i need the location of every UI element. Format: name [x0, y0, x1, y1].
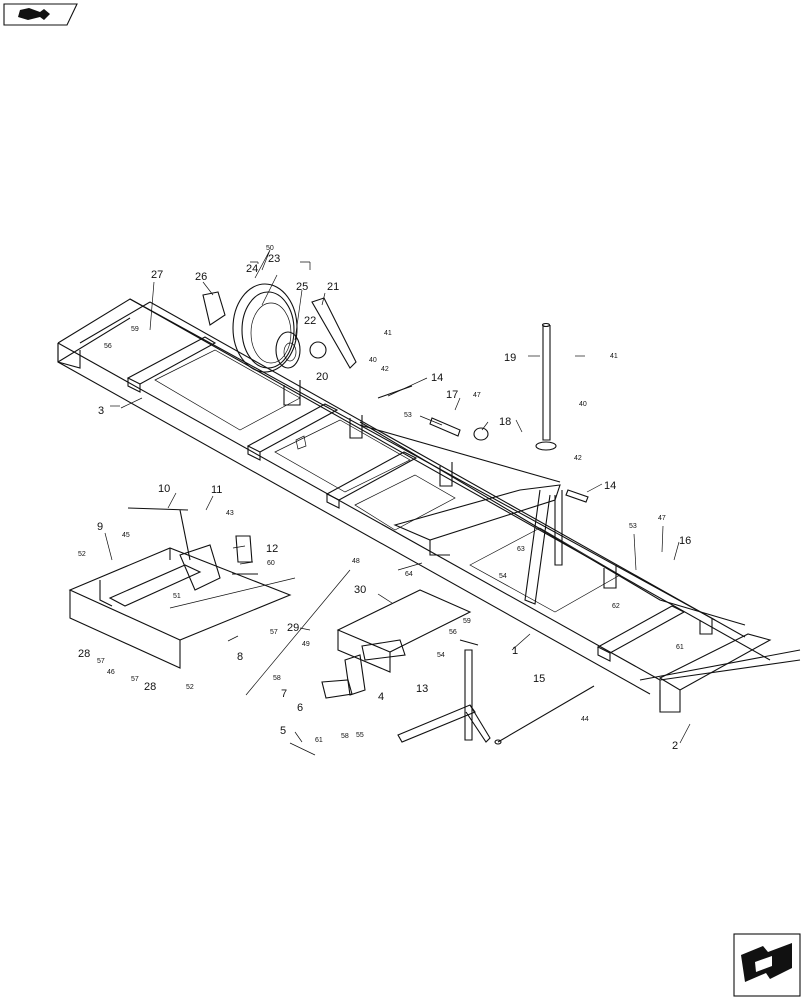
callout-labels: 1 2 3 4 5 6 7 8 9 10 11 12 13 14 14 15 1…: [78, 245, 691, 752]
callout-18: 18: [499, 416, 511, 428]
callout-25: 25: [296, 281, 308, 293]
callout-54b: 54: [437, 652, 445, 659]
callout-1: 1: [512, 645, 518, 657]
pin-assembly: [377, 385, 589, 503]
callout-14a: 14: [431, 372, 443, 384]
callout-6: 6: [297, 702, 303, 714]
callout-51: 51: [173, 593, 181, 600]
callout-13: 13: [416, 683, 428, 695]
callout-61a: 61: [676, 644, 684, 651]
callout-45: 45: [122, 532, 130, 539]
callout-57c: 57: [131, 676, 139, 683]
callout-58b: 58: [341, 733, 349, 740]
wheel-assembly: [202, 283, 357, 373]
callout-59a: 59: [131, 326, 139, 333]
callout-8: 8: [237, 651, 243, 663]
callout-14b: 14: [604, 480, 616, 492]
next-page-arrow-icon[interactable]: [733, 933, 801, 997]
callout-22: 22: [304, 315, 316, 327]
callout-10: 10: [158, 483, 170, 495]
callout-40a: 40: [369, 357, 377, 364]
callout-48: 48: [352, 558, 360, 565]
callout-64: 64: [405, 571, 413, 578]
callout-44: 44: [581, 716, 589, 723]
callout-21: 21: [327, 281, 339, 293]
callout-41a: 41: [384, 330, 392, 337]
callout-52b: 52: [186, 684, 194, 691]
callout-12: 12: [266, 543, 278, 555]
callout-27: 27: [151, 269, 163, 281]
callout-28a: 28: [78, 648, 90, 660]
support-bracket: [397, 639, 491, 743]
leader-lines: [104, 249, 691, 744]
callout-15: 15: [533, 673, 545, 685]
callout-47b: 47: [658, 515, 666, 522]
callout-9: 9: [97, 521, 103, 533]
callout-17: 17: [446, 389, 458, 401]
callout-29: 29: [287, 622, 299, 634]
callout-43: 43: [226, 510, 234, 517]
callout-42b: 42: [574, 455, 582, 462]
callout-3: 3: [98, 405, 104, 417]
callout-53b: 53: [629, 523, 637, 530]
callout-57a: 57: [270, 629, 278, 636]
jack-stand: [535, 322, 557, 451]
callout-63: 63: [517, 546, 525, 553]
main-frame: [57, 298, 801, 713]
callout-19: 19: [504, 352, 516, 364]
callout-24: 24: [246, 263, 258, 275]
callout-54a: 54: [499, 573, 507, 580]
callout-52a: 52: [78, 551, 86, 558]
callout-56a: 56: [104, 343, 112, 350]
center-detail: [245, 569, 472, 756]
callout-60: 60: [267, 560, 275, 567]
callout-40b: 40: [579, 401, 587, 408]
left-detail: [68, 507, 296, 669]
callout-50: 50: [266, 245, 274, 252]
callout-2: 2: [672, 740, 678, 752]
callout-11: 11: [211, 484, 222, 496]
callout-55: 55: [356, 732, 364, 739]
book-with-arrow-icon[interactable]: [3, 3, 78, 26]
callout-41b: 41: [610, 353, 618, 360]
callout-42a: 42: [381, 366, 389, 373]
callout-16: 16: [679, 535, 691, 547]
callout-58a: 58: [273, 675, 281, 682]
callout-26: 26: [195, 271, 207, 283]
callout-30: 30: [354, 584, 366, 596]
callout-23: 23: [268, 253, 280, 265]
callout-28b: 28: [144, 681, 156, 693]
callout-61b: 61: [315, 737, 323, 744]
callout-20: 20: [316, 371, 328, 383]
callout-62: 62: [612, 603, 620, 610]
callout-57b: 57: [97, 658, 105, 665]
callout-56b: 56: [449, 629, 457, 636]
callout-7: 7: [281, 688, 287, 700]
callout-46: 46: [107, 669, 115, 676]
callout-59b: 59: [463, 618, 471, 625]
hitch-a-frame: [359, 421, 746, 626]
callout-53a: 53: [404, 412, 412, 419]
callout-5: 5: [280, 725, 286, 737]
callout-47a: 47: [473, 392, 481, 399]
callout-49: 49: [302, 641, 310, 648]
rod: [494, 685, 595, 745]
callout-4: 4: [378, 691, 384, 703]
